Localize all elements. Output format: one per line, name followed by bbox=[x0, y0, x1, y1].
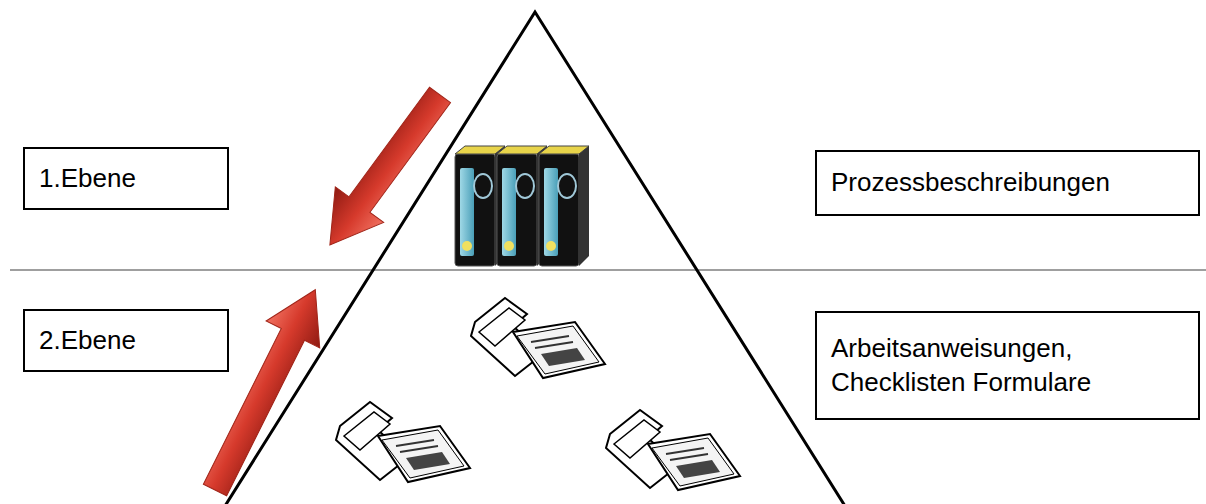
level-box: 1.Ebene bbox=[23, 147, 229, 210]
pyramid-outline bbox=[225, 12, 845, 504]
box-label: 1.Ebene bbox=[39, 162, 213, 196]
level-divider bbox=[10, 269, 1206, 271]
box-label: Arbeitsanweisungen, Checklisten Formular… bbox=[831, 332, 1184, 400]
box-label: 2.Ebene bbox=[39, 324, 213, 358]
binder-icons bbox=[455, 146, 589, 266]
folder-icons bbox=[336, 298, 740, 490]
level-box: 2.Ebene bbox=[23, 309, 229, 372]
description-box: Prozessbeschreibungen bbox=[815, 150, 1200, 216]
down-arrow bbox=[306, 77, 464, 262]
description-box: Arbeitsanweisungen, Checklisten Formular… bbox=[815, 311, 1200, 420]
box-label: Prozessbeschreibungen bbox=[831, 166, 1184, 200]
